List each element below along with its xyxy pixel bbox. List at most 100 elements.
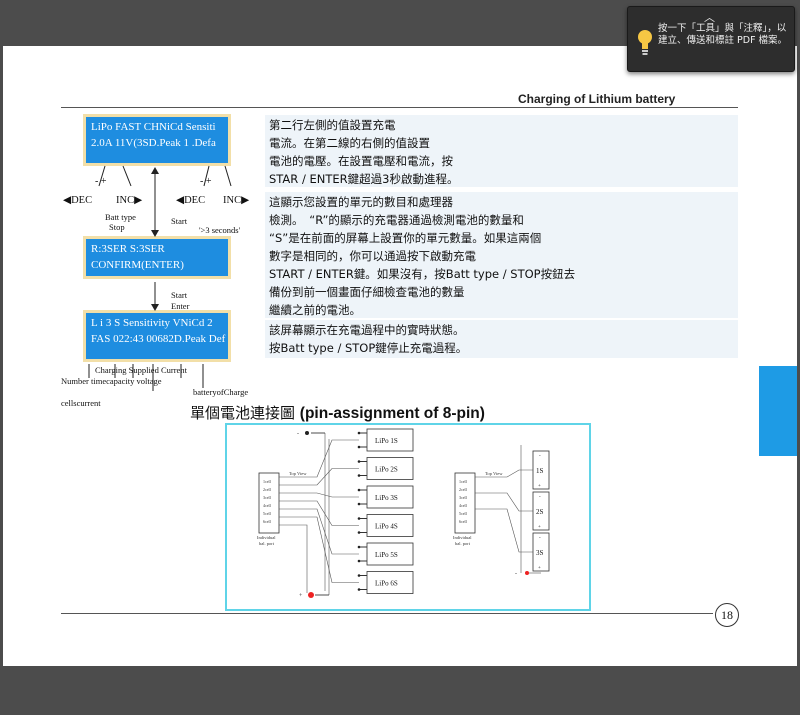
polarity-plus: +: [538, 566, 541, 571]
individual-label: Individual: [257, 535, 276, 540]
wire: [279, 508, 359, 555]
inc-button-left[interactable]: INC▶: [116, 195, 143, 206]
wire: [279, 516, 359, 583]
individual-label-right: Individual: [453, 535, 472, 540]
pointer-line: [203, 165, 210, 187]
node-dot: [357, 545, 361, 549]
lipo-pack-label: LiPo 6S: [375, 580, 398, 588]
status-labels-row1: Charging Supplied Current: [95, 365, 187, 375]
page-header-title: Charging of Lithium battery: [518, 92, 676, 106]
pdf-page: Charging of Lithium battery LiPo FAST CH…: [3, 46, 797, 666]
desc-line: 該屏幕顯示在充電過程中的實時狀態。: [269, 323, 465, 337]
polarity-minus: -: [539, 454, 541, 459]
desc-line: 電池的電壓。在設置電壓和電流，按: [269, 154, 453, 168]
node-dot: [357, 588, 361, 591]
stop-label: Stop: [109, 222, 125, 232]
status-labels-row4: cellscurrent: [61, 398, 101, 408]
desc-line: START / ENTER鍵。如果沒有，按Batt type / STOP按鈕去: [269, 267, 576, 281]
lcd-screen-status: L i 3 S Sensitivity VNiCd 2 FAS 022:43 0…: [83, 310, 231, 362]
desc-line: 備份到前一個畫面仔細檢查電池的數量: [269, 285, 465, 299]
inc-button-right[interactable]: INC▶: [223, 195, 250, 206]
lipo-pack-label: LiPo 4S: [375, 523, 398, 531]
cell-label: 5cell: [459, 511, 468, 516]
lipo-pack-box: [366, 542, 414, 566]
lipo-pack-label: LiPo 5S: [375, 551, 398, 559]
top-view-label: Top View: [289, 471, 307, 476]
lcd-line: CONFIRM(ENTER): [91, 259, 184, 271]
tooltip-text: 按一下「工具」與「注釋」，以建立、傳送和標註 PDF 檔案。: [658, 23, 788, 46]
wire: [475, 469, 533, 478]
lcd-line: FAS 022:43 00682D.Peak Def: [91, 333, 226, 345]
lcd-line: R:3SER S:3SER: [91, 243, 165, 255]
description-block-3: 該屏幕顯示在充電過程中的實時狀態。 按Batt type / STOP鍵停止充電…: [265, 320, 738, 358]
series-cell-label: 2S: [536, 508, 544, 516]
minus-sign-right: -: [515, 571, 517, 577]
balance-port-left: [258, 472, 280, 534]
wire: [279, 492, 359, 498]
section-title-zh: 單個電池連接圖: [190, 404, 296, 422]
minus-terminal: [305, 431, 309, 435]
cell-label: 3cell: [263, 495, 272, 500]
plus-sign: +: [299, 593, 303, 599]
node-dot: [357, 488, 361, 492]
lcd-screen-setting: LiPo FAST CHNiCd Sensiti 2.0A 11V(3SD.Pe…: [83, 114, 231, 166]
polarity-minus: -: [539, 536, 541, 541]
lcd-line: LiPo FAST CHNiCd Sensiti: [91, 121, 216, 133]
node-dot: [357, 559, 361, 563]
lipo-pack-label: LiPo 1S: [375, 437, 398, 445]
description-block-2: 這顯示您設置的單元的數目和處理器 檢測。 “R”的顯示的充電器通過檢測電池的數量…: [265, 192, 738, 318]
desc-line: STAR / ENTER鍵超過3秒啟動進程。: [269, 172, 459, 186]
viewer-bottom-bar: [0, 666, 800, 715]
desc-line: “S”是在前面的屏幕上設置你的單元數量。如果這兩個: [269, 231, 542, 245]
tools-tooltip: ︿ 按一下「工具」與「注釋」，以建立、傳送和標註 PDF 檔案。: [627, 6, 795, 72]
polarity-plus: +: [538, 525, 541, 530]
desc-line: 電流。在第二線的右側的值設置: [269, 136, 430, 150]
lightbulb-icon: [638, 30, 652, 55]
desc-line: 繼續之前的電池。: [269, 303, 361, 317]
cell-label: 3cell: [459, 495, 468, 500]
status-labels-row2: Number timecapacity voltage: [61, 376, 162, 386]
enter-label-2: Enter: [171, 301, 190, 311]
lipo-pack-box: [366, 485, 414, 509]
bal-port-label-right: bal. port: [455, 541, 471, 546]
wire: [279, 500, 359, 526]
arrow-down: [151, 230, 159, 237]
node-dot: [357, 474, 361, 477]
cell-label: 1cell: [263, 479, 272, 484]
description-block-1: 第二行左側的值設置充電 電流。在第二線的右側的值設置 電池的電壓。在設置電壓和電…: [265, 115, 738, 187]
pointer-line: [98, 165, 106, 187]
header-rule: [61, 107, 738, 108]
start-label-2: Start: [171, 290, 188, 300]
start-label: Start: [171, 216, 188, 226]
collapse-chevron-icon[interactable]: ︿: [704, 11, 715, 24]
series-cell-label: 1S: [536, 467, 544, 475]
pointer-line: [224, 165, 232, 187]
lipo-pack-label: LiPo 2S: [375, 466, 398, 474]
dec-button-right[interactable]: ◀DEC: [176, 195, 206, 206]
cell-label: 2cell: [459, 487, 468, 492]
cell-label: 6cell: [459, 519, 468, 524]
section-title-en: (pin-assignment of 8-pin): [299, 405, 485, 422]
bal-port-label: bal. port: [259, 541, 275, 546]
cell-label: 4cell: [459, 503, 468, 508]
wire: [475, 508, 533, 553]
batt-type-label: Batt type: [105, 212, 136, 222]
node-dot: [357, 431, 361, 435]
minus-sign: -: [297, 431, 299, 437]
side-tab[interactable]: [759, 366, 797, 456]
node-dot: [357, 460, 361, 463]
node-dot: [357, 502, 361, 506]
pointer-line: [122, 165, 132, 187]
node-dot: [357, 445, 361, 449]
status-labels-row3: batteryofCharge: [193, 387, 249, 397]
wiring-schematic: 1cell 2cell 3cell 4cell 5cell 6cell Individua…: [257, 428, 550, 599]
dec-button-left[interactable]: ◀DEC: [63, 195, 93, 206]
lipo-pack-box: [366, 428, 414, 452]
lcd-line: 2.0A 11V(3SD.Peak 1 .Defa: [91, 137, 216, 149]
pin-assignment-diagram: 1cell 2cell 3cell 4cell 5cell 6cell Individua…: [225, 423, 591, 611]
arrow-up: [151, 167, 159, 174]
desc-line: 檢測。 “R”的顯示的充電器通過檢測電池的數量和: [269, 213, 524, 227]
desc-line: 這顯示您設置的單元的數目和處理器: [269, 195, 453, 209]
arrow-down: [151, 304, 159, 311]
top-view-label-right: Top View: [485, 471, 503, 476]
